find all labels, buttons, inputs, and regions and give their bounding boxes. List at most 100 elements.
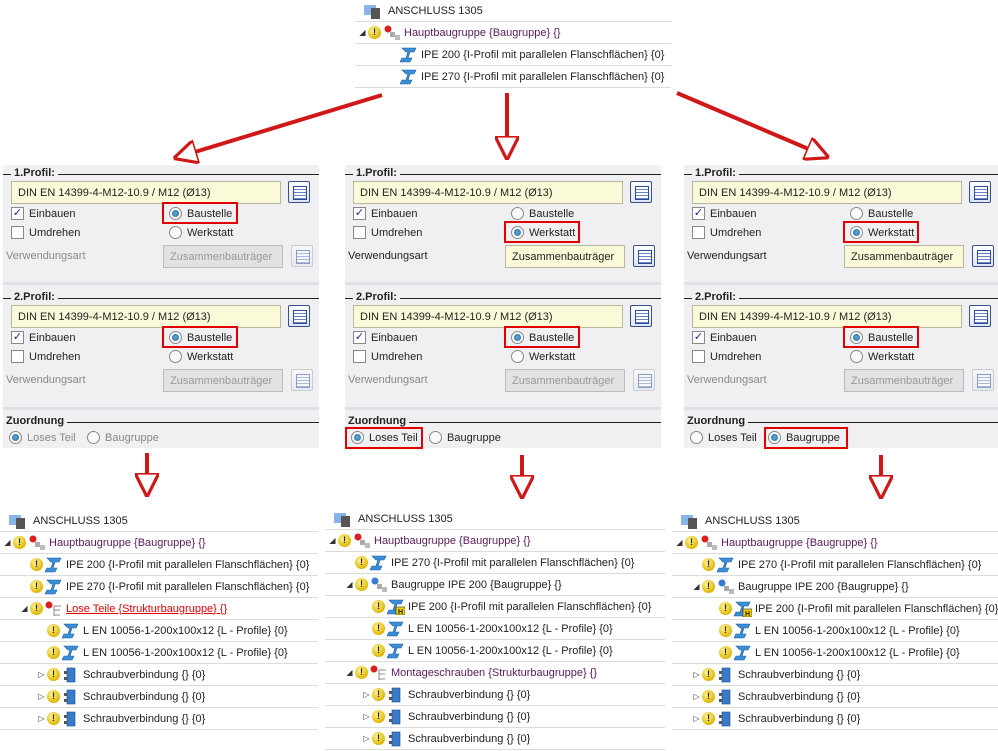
tree-row[interactable]: ◢!Hauptbaugruppe {Baugruppe} {} xyxy=(325,530,665,552)
checkbox[interactable] xyxy=(11,226,24,239)
loses-teil-radio[interactable]: Loses Teil xyxy=(9,431,76,444)
bolt-profile-input[interactable]: DIN EN 14399-4-M12-10.9 / M12 (Ø13) xyxy=(11,181,281,204)
loses-teil-radio[interactable]: Loses Teil xyxy=(351,431,418,444)
tree-row[interactable]: ◢!Baugruppe IPE 200 {Baugruppe} {} xyxy=(672,576,998,598)
verwendungsart-select[interactable]: Zusammenbauträger xyxy=(844,245,964,268)
radio-button[interactable] xyxy=(429,431,442,444)
radio-button[interactable] xyxy=(511,331,524,344)
checkbox[interactable] xyxy=(692,350,705,363)
tree-row[interactable]: !L EN 10056-1-200x100x12 {L - Profile} {… xyxy=(0,642,318,664)
verwendungsart-select[interactable]: Zusammenbauträger xyxy=(844,369,964,392)
tree-row[interactable]: !IPE 270 {I-Profil mit parallelen Flansc… xyxy=(0,576,318,598)
umdrehen-checkbox[interactable]: Umdrehen xyxy=(353,226,422,239)
tree-root-row[interactable]: ANSCHLUSS 1305 xyxy=(672,510,998,532)
tree-row[interactable]: !L EN 10056-1-200x100x12 {L - Profile} {… xyxy=(325,640,665,662)
catalog-browse-button[interactable] xyxy=(630,181,652,203)
tree-row[interactable]: ◢!Montageschrauben {Strukturbaugruppe} {… xyxy=(325,662,665,684)
bolt-profile-input[interactable]: DIN EN 14399-4-M12-10.9 / M12 (Ø13) xyxy=(353,181,623,204)
checkbox[interactable]: ✓ xyxy=(11,331,24,344)
tree-row[interactable]: ▷!Schraubverbindung {} {0} xyxy=(325,684,665,706)
checkbox[interactable] xyxy=(353,350,366,363)
expanded-triangle-icon[interactable]: ◢ xyxy=(359,28,366,37)
tree-row[interactable]: ◢!Baugruppe IPE 200 {Baugruppe} {} xyxy=(325,574,665,596)
tree-row[interactable]: IPE 200 {I-Profil mit parallelen Flansch… xyxy=(355,44,671,66)
einbauen-checkbox[interactable]: ✓Einbauen xyxy=(353,331,418,344)
expanded-triangle-icon[interactable]: ◢ xyxy=(346,580,353,589)
tree-row[interactable]: ▷!Schraubverbindung {} {0} xyxy=(0,708,318,730)
tree-row[interactable]: !IPE 270 {I-Profil mit parallelen Flansc… xyxy=(325,552,665,574)
collapsed-triangle-icon[interactable]: ▷ xyxy=(363,690,370,699)
collapsed-triangle-icon[interactable]: ▷ xyxy=(38,692,45,701)
radio-button[interactable] xyxy=(9,431,22,444)
bolt-profile-input[interactable]: DIN EN 14399-4-M12-10.9 / M12 (Ø13) xyxy=(692,181,962,204)
radio-button[interactable] xyxy=(351,431,364,444)
tree-row[interactable]: !IPE 200 {I-Profil mit parallelen Flansc… xyxy=(0,554,318,576)
radio-button[interactable] xyxy=(850,207,863,220)
tree-row[interactable]: ◢!Lose Teile {Strukturbaugruppe} {} xyxy=(0,598,318,620)
checkbox[interactable] xyxy=(353,226,366,239)
loses-teil-radio[interactable]: Loses Teil xyxy=(690,431,757,444)
collapsed-triangle-icon[interactable]: ▷ xyxy=(38,670,45,679)
umdrehen-checkbox[interactable]: Umdrehen xyxy=(353,350,422,363)
checkbox[interactable] xyxy=(11,350,24,363)
collapsed-triangle-icon[interactable]: ▷ xyxy=(38,714,45,723)
umdrehen-checkbox[interactable]: Umdrehen xyxy=(692,350,761,363)
collapsed-triangle-icon[interactable]: ▷ xyxy=(693,692,700,701)
bolt-profile-input[interactable]: DIN EN 14399-4-M12-10.9 / M12 (Ø13) xyxy=(11,305,281,328)
baustelle-radio[interactable]: Baustelle xyxy=(511,331,574,344)
einbauen-checkbox[interactable]: ✓Einbauen xyxy=(11,331,76,344)
radio-button[interactable] xyxy=(850,226,863,239)
tree-row[interactable]: ▷!Schraubverbindung {} {0} xyxy=(0,686,318,708)
checkbox[interactable]: ✓ xyxy=(692,331,705,344)
baustelle-radio[interactable]: Baustelle xyxy=(511,207,574,220)
radio-button[interactable] xyxy=(511,207,524,220)
radio-button[interactable] xyxy=(511,350,524,363)
tree-row[interactable]: !L EN 10056-1-200x100x12 {L - Profile} {… xyxy=(0,620,318,642)
radio-button[interactable] xyxy=(768,431,781,444)
baustelle-radio[interactable]: Baustelle xyxy=(850,207,913,220)
expanded-triangle-icon[interactable]: ◢ xyxy=(676,538,683,547)
einbauen-checkbox[interactable]: ✓Einbauen xyxy=(692,207,757,220)
verwendungsart-browse-button[interactable] xyxy=(633,369,655,391)
expanded-triangle-icon[interactable]: ◢ xyxy=(21,604,28,613)
tree-row[interactable]: ▷!Schraubverbindung {} {0} xyxy=(672,664,998,686)
checkbox[interactable]: ✓ xyxy=(692,207,705,220)
radio-button[interactable] xyxy=(511,226,524,239)
radio-button[interactable] xyxy=(169,207,182,220)
radio-button[interactable] xyxy=(169,226,182,239)
tree-row[interactable]: ▷!Schraubverbindung {} {0} xyxy=(325,728,665,750)
einbauen-checkbox[interactable]: ✓Einbauen xyxy=(353,207,418,220)
tree-row[interactable]: ▷!Schraubverbindung {} {0} xyxy=(672,708,998,730)
radio-button[interactable] xyxy=(850,350,863,363)
expanded-triangle-icon[interactable]: ◢ xyxy=(693,582,700,591)
tree-row[interactable]: ▷!Schraubverbindung {} {0} xyxy=(0,664,318,686)
baugruppe-radio[interactable]: Baugruppe xyxy=(87,431,159,444)
werkstatt-radio[interactable]: Werkstatt xyxy=(850,226,914,239)
einbauen-checkbox[interactable]: ✓Einbauen xyxy=(11,207,76,220)
collapsed-triangle-icon[interactable]: ▷ xyxy=(363,712,370,721)
tree-row[interactable]: ▷!Schraubverbindung {} {0} xyxy=(672,686,998,708)
tree-row[interactable]: !IPE 270 {I-Profil mit parallelen Flansc… xyxy=(672,554,998,576)
umdrehen-checkbox[interactable]: Umdrehen xyxy=(11,226,80,239)
tree-root-row[interactable]: ANSCHLUSS 1305 xyxy=(0,510,318,532)
baugruppe-radio[interactable]: Baugruppe xyxy=(768,431,840,444)
verwendungsart-browse-button[interactable] xyxy=(972,245,994,267)
catalog-browse-button[interactable] xyxy=(969,305,991,327)
checkbox[interactable]: ✓ xyxy=(353,331,366,344)
baustelle-radio[interactable]: Baustelle xyxy=(169,207,232,220)
collapsed-triangle-icon[interactable]: ▷ xyxy=(693,670,700,679)
catalog-browse-button[interactable] xyxy=(630,305,652,327)
catalog-browse-button[interactable] xyxy=(288,305,310,327)
tree-row[interactable]: ◢!Hauptbaugruppe {Baugruppe} {} xyxy=(672,532,998,554)
werkstatt-radio[interactable]: Werkstatt xyxy=(169,350,233,363)
expanded-triangle-icon[interactable]: ◢ xyxy=(346,668,353,677)
tree-row[interactable]: !L EN 10056-1-200x100x12 {L - Profile} {… xyxy=(672,642,998,664)
collapsed-triangle-icon[interactable]: ▷ xyxy=(363,734,370,743)
collapsed-triangle-icon[interactable]: ▷ xyxy=(693,714,700,723)
tree-row[interactable]: !L EN 10056-1-200x100x12 {L - Profile} {… xyxy=(325,618,665,640)
verwendungsart-select[interactable]: Zusammenbauträger xyxy=(505,245,625,268)
verwendungsart-browse-button[interactable] xyxy=(291,245,313,267)
radio-button[interactable] xyxy=(87,431,100,444)
tree-row[interactable]: ▷!Schraubverbindung {} {0} xyxy=(325,706,665,728)
